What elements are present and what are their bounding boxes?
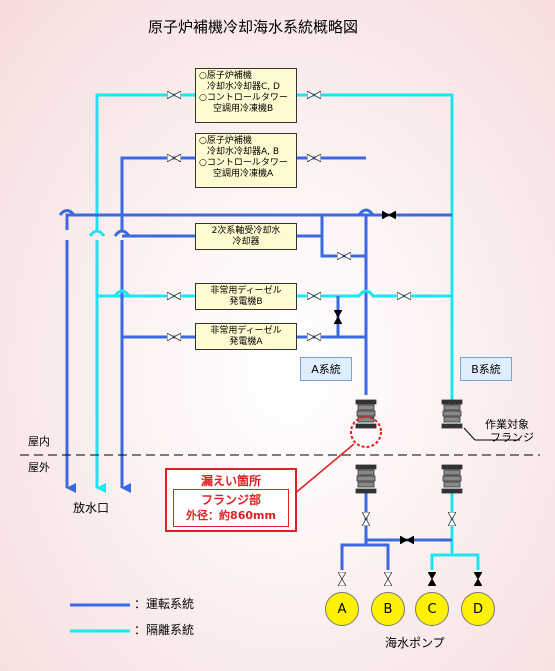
target-flange-line: フランジ [490, 431, 534, 444]
system-a-label: A系統 [300, 357, 352, 381]
leak-size: 外径：約860mm [186, 509, 276, 522]
equipment-box-turbine: 2次系軸受冷却水 冷却器 [195, 223, 297, 250]
legend-isolated-label: ：隔離系統 [134, 623, 195, 637]
leak-title: 漏えい箇所 [200, 474, 261, 488]
box-line: 冷却器 [232, 236, 260, 247]
leak-part: フランジ部 [200, 493, 261, 507]
box-line: ○コントロールタワー [199, 158, 288, 168]
box-line: 発電機A [229, 336, 263, 347]
indoor-label: 屋内 [28, 435, 50, 448]
box-line: 空調用冷凍機A [213, 169, 274, 179]
pump-a: A [325, 592, 359, 626]
outdoor-label: 屋外 [28, 461, 50, 474]
leak-circle [350, 416, 382, 448]
box-line: 非常用ディーゼル [210, 285, 282, 296]
pump-b: B [371, 592, 405, 626]
target-flange-line: 作業対象 [485, 418, 529, 431]
equipment-box-dga: 非常用ディーゼル 発電機A [195, 323, 297, 350]
box-line: ○コントロールタワー [199, 93, 288, 103]
box-line: 空調用冷凍機B [213, 104, 274, 114]
box-line: ○原子炉補機 [199, 71, 252, 81]
leak-detail: フランジ部 外径：約860mm [173, 489, 289, 527]
box-line: 2次系軸受冷却水 [211, 225, 281, 236]
legend-running-label: ：運転系統 [134, 597, 195, 611]
box-line: 冷却水冷却器C, D [207, 82, 280, 92]
box-line: 非常用ディーゼル [210, 325, 282, 336]
system-b-label: B系統 [460, 357, 512, 381]
target-flange-label: 作業対象 フランジ [480, 418, 534, 444]
equipment-box-cd: ○原子炉補機 冷却水冷却器C, D ○コントロールタワー 空調用冷凍機B [195, 68, 297, 123]
box-line: 発電機B [229, 296, 263, 307]
box-line: ○原子炉補機 [199, 136, 252, 146]
leak-callout: 漏えい箇所 フランジ部 外径：約860mm [165, 468, 297, 532]
pump-label: 海水ポンプ [385, 636, 445, 650]
pump-c: C [415, 592, 449, 626]
equipment-box-ab: ○原子炉補機 冷却水冷却器A, B ○コントロールタワー 空調用冷凍機A [195, 133, 297, 188]
discharge-label: 放水口 [73, 501, 110, 515]
diagram-title: 原子炉補機冷却海水系統概略図 [148, 18, 359, 36]
pump-d: D [461, 592, 495, 626]
box-line: 冷却水冷却器A, B [207, 147, 280, 157]
equipment-box-dgb: 非常用ディーゼル 発電機B [195, 283, 297, 310]
expansion-joints [355, 399, 463, 494]
